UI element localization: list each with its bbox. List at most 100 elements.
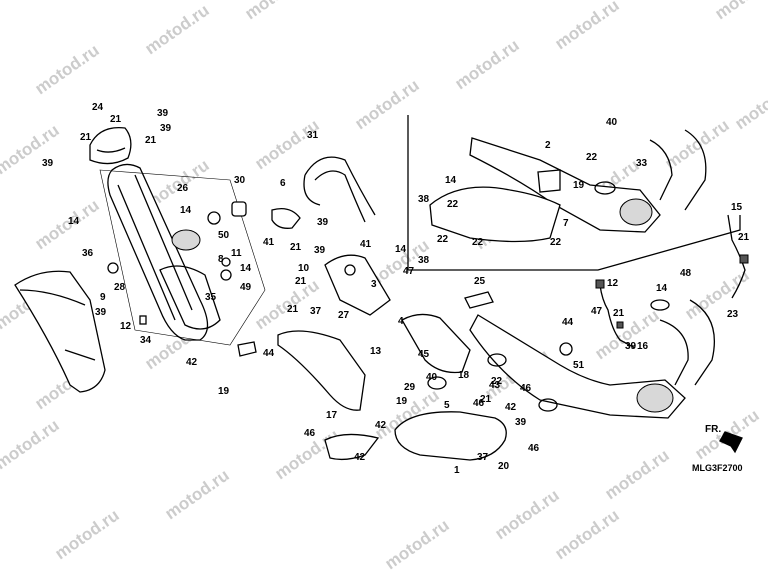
part-callout-29: 29 <box>404 382 416 393</box>
link-pipe <box>401 291 494 374</box>
watermark-text: motod.ru <box>0 415 63 473</box>
front-marker-label: FR. <box>705 424 721 435</box>
part-callout-42: 42 <box>354 452 366 463</box>
part-callout-40: 40 <box>426 372 438 383</box>
watermark-text: motod.ru <box>381 515 452 573</box>
part-callout-12: 12 <box>120 321 132 332</box>
assembly-frame-box <box>407 115 741 271</box>
part-callout-25: 25 <box>474 276 486 287</box>
part-callout-39: 39 <box>625 341 637 352</box>
part-callout-16: 16 <box>637 341 649 352</box>
watermark-text: motod.ru <box>31 195 102 253</box>
part-callout-14: 14 <box>240 263 252 274</box>
part-callout-15: 15 <box>731 202 743 213</box>
part-callout-44: 44 <box>263 348 275 359</box>
watermark-text: motod.ru <box>141 0 212 58</box>
part-callout-14: 14 <box>395 244 407 255</box>
part-callout-28: 28 <box>114 282 126 293</box>
part-callout-21: 21 <box>145 135 157 146</box>
part-callout-26: 26 <box>177 183 189 194</box>
part-callout-14: 14 <box>68 216 80 227</box>
watermark-text: motod.ru <box>451 35 522 93</box>
part-callout-39: 39 <box>160 123 172 134</box>
watermark-text: motod.ru <box>31 40 102 98</box>
upper-exhaust-chamber <box>429 129 707 243</box>
part-callout-39: 39 <box>42 158 54 169</box>
part-callout-51: 51 <box>573 360 585 371</box>
part-callout-1: 1 <box>454 465 460 476</box>
part-callout-24: 24 <box>92 102 104 113</box>
watermark-text: motod.ru <box>681 265 752 323</box>
watermark-text: motod.ru <box>0 120 63 178</box>
part-callout-8: 8 <box>218 254 224 265</box>
part-callout-22: 22 <box>472 237 484 248</box>
part-callout-39: 39 <box>515 417 527 428</box>
part-callout-43: 43 <box>489 380 501 391</box>
part-callout-22: 22 <box>586 152 598 163</box>
part-callout-46: 46 <box>520 383 532 394</box>
part-callout-31: 31 <box>307 130 319 141</box>
watermark-text: motod.ru <box>351 75 422 133</box>
part-callout-20: 20 <box>498 461 510 472</box>
watermark-text: motod.ru <box>51 505 122 563</box>
part-callout-13: 13 <box>370 346 382 357</box>
part-callout-19: 19 <box>573 180 585 191</box>
part-callout-46: 46 <box>473 398 485 409</box>
part-callout-22: 22 <box>437 234 449 245</box>
part-callout-38: 38 <box>418 194 430 205</box>
part-callout-22: 22 <box>447 199 459 210</box>
lower-heat-shield <box>324 433 380 461</box>
part-callout-9: 9 <box>100 292 106 303</box>
part-callout-40: 40 <box>606 117 618 128</box>
part-callout-39: 39 <box>157 108 169 119</box>
part-callout-33: 33 <box>636 158 648 169</box>
part-callout-47: 47 <box>403 266 415 277</box>
part-callout-42: 42 <box>186 357 198 368</box>
part-callout-21: 21 <box>80 132 92 143</box>
part-callout-14: 14 <box>656 283 668 294</box>
watermark-text: motod.ru <box>241 0 312 23</box>
exhaust-valve-cable <box>303 156 376 223</box>
oxygen-sensors <box>595 214 749 349</box>
muffler-heat-guard <box>14 270 106 393</box>
part-callout-35: 35 <box>205 292 217 303</box>
lower-exhaust-chamber <box>469 299 716 419</box>
watermark-text: motod.ru <box>491 485 562 543</box>
part-callout-7: 7 <box>563 218 569 229</box>
part-callout-42: 42 <box>505 402 517 413</box>
part-callout-19: 19 <box>396 396 408 407</box>
part-callout-10: 10 <box>298 263 310 274</box>
part-callout-22: 22 <box>550 237 562 248</box>
muffler-end-cap <box>89 126 132 165</box>
part-callout-12: 12 <box>607 278 619 289</box>
small-fittings <box>107 201 301 357</box>
part-callout-21: 21 <box>295 276 307 287</box>
part-callout-41: 41 <box>360 239 372 250</box>
part-callout-39: 39 <box>317 217 329 228</box>
part-callout-18: 18 <box>458 370 470 381</box>
part-callout-49: 49 <box>240 282 252 293</box>
part-callout-14: 14 <box>180 205 192 216</box>
part-callout-44: 44 <box>562 317 574 328</box>
part-callout-39: 39 <box>95 307 107 318</box>
watermark-text: motod.ru <box>601 445 672 503</box>
part-callout-2: 2 <box>545 140 551 151</box>
part-callout-27: 27 <box>338 310 350 321</box>
part-callout-36: 36 <box>82 248 94 259</box>
watermark-text: motod.ru <box>551 505 622 563</box>
part-callout-50: 50 <box>218 230 230 241</box>
part-callout-42: 42 <box>375 420 387 431</box>
part-callout-37: 37 <box>477 452 489 463</box>
chamber-cover <box>394 411 507 461</box>
part-callout-46: 46 <box>528 443 540 454</box>
diagram-code: MLG3F2700 <box>692 463 743 473</box>
pipe-clamps <box>427 181 670 412</box>
part-callout-38: 38 <box>418 255 430 266</box>
part-callout-48: 48 <box>680 268 692 279</box>
part-callout-30: 30 <box>234 175 246 186</box>
part-callout-3: 3 <box>371 279 377 290</box>
middle-heat-cover <box>277 330 366 411</box>
part-callout-45: 45 <box>418 349 430 360</box>
part-callout-22: 22 <box>491 376 503 387</box>
